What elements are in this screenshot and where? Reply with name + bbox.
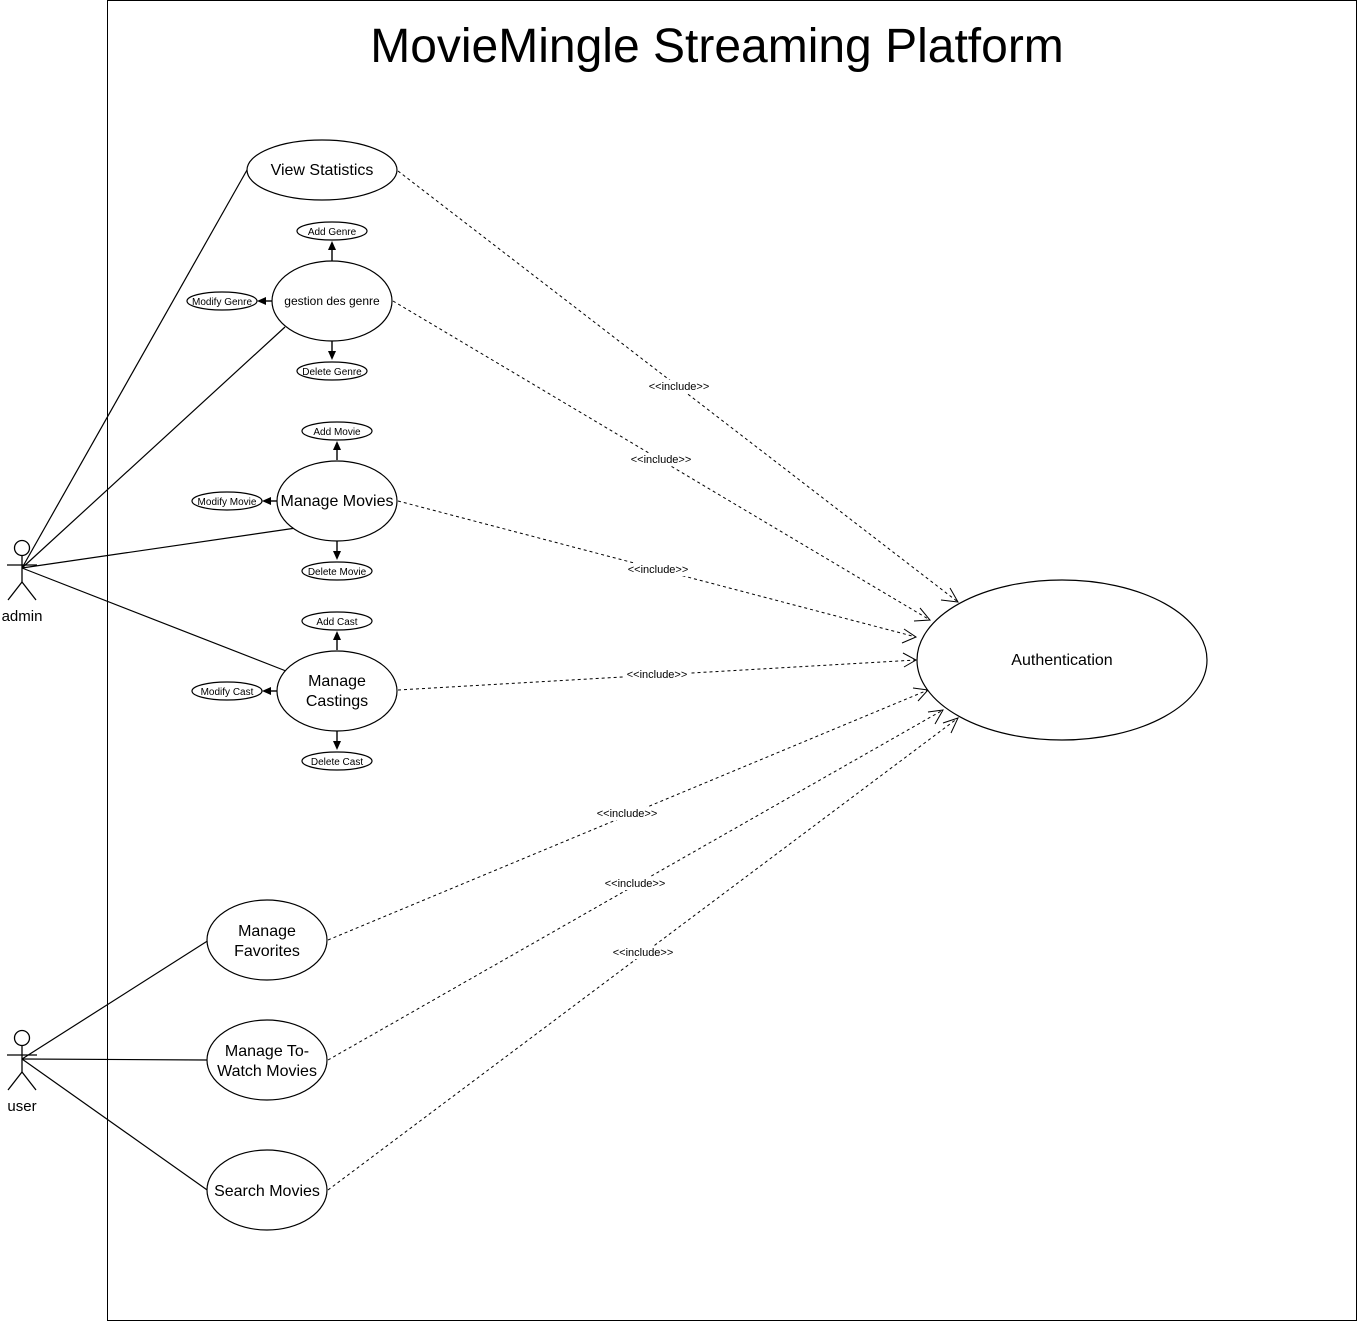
include-label-manage-castings: <<include>> (624, 668, 690, 681)
svg-text:Favorites: Favorites (234, 943, 300, 960)
include-manage-towatch (327, 709, 944, 1061)
svg-text:Modify Cast: Modify Cast (201, 687, 254, 698)
svg-text:Delete Cast: Delete Cast (311, 757, 363, 768)
include-search-movies (327, 717, 959, 1191)
svg-text:<<include>>: <<include>> (628, 564, 689, 576)
actor-user-label: user (7, 1098, 36, 1115)
actor-admin[interactable]: admin (2, 539, 43, 626)
svg-text:Search Movies: Search Movies (214, 1183, 320, 1200)
svg-text:<<include>>: <<include>> (631, 454, 692, 466)
svg-text:Watch Movies: Watch Movies (217, 1063, 317, 1080)
arrows-gestion-genre (257, 241, 336, 360)
svg-text:<<include>>: <<include>> (613, 947, 674, 959)
use-case-manage-favorites[interactable]: Manage Favorites (206, 899, 328, 981)
stick-figure-icon (7, 539, 37, 601)
svg-text:Add Movie: Add Movie (313, 427, 361, 438)
svg-text:Castings: Castings (306, 693, 368, 710)
svg-text:View Statistics: View Statistics (271, 162, 374, 179)
assoc-admin-manage-movies (21, 527, 297, 569)
include-manage-movies (397, 500, 918, 644)
use-case-view-statistics[interactable]: View Statistics (246, 139, 398, 201)
arrows-manage-movies (262, 441, 341, 560)
include-label-search-movies: <<include>> (610, 946, 676, 959)
use-case-modify-movie[interactable]: Modify Movie (191, 491, 263, 511)
use-case-gestion-genre[interactable]: gestion des genre (271, 260, 393, 342)
svg-text:Add Genre: Add Genre (308, 227, 357, 238)
use-case-authentication[interactable]: Authentication (916, 579, 1208, 741)
use-case-modify-cast[interactable]: Modify Cast (191, 681, 263, 701)
svg-text:Manage To-: Manage To- (225, 1043, 309, 1060)
assoc-user-manage-favorites (21, 939, 210, 1060)
use-case-add-cast[interactable]: Add Cast (301, 611, 373, 631)
include-label-view-statistics: <<include>> (646, 380, 712, 393)
use-case-delete-movie[interactable]: Delete Movie (301, 561, 373, 581)
assoc-admin-view-statistics (21, 169, 248, 569)
use-case-add-genre[interactable]: Add Genre (296, 221, 368, 241)
use-case-manage-movies[interactable]: Manage Movies (276, 460, 398, 542)
svg-text:Delete Movie: Delete Movie (308, 567, 367, 578)
assoc-user-search-movies (21, 1058, 211, 1193)
include-label-manage-towatch: <<include>> (602, 877, 668, 890)
assoc-admin-gestion-genre (21, 326, 286, 569)
svg-text:Modify Genre: Modify Genre (192, 297, 252, 308)
assoc-user-manage-towatch (21, 1058, 208, 1061)
use-case-manage-towatch[interactable]: Manage To- Watch Movies (206, 1019, 328, 1101)
svg-text:<<include>>: <<include>> (605, 878, 666, 890)
svg-text:Manage: Manage (238, 923, 296, 940)
svg-text:<<include>>: <<include>> (649, 381, 710, 393)
actor-admin-label: admin (2, 608, 43, 625)
include-label-manage-favorites: <<include>> (594, 807, 660, 820)
use-case-modify-genre[interactable]: Modify Genre (186, 291, 258, 311)
arrows-manage-castings (262, 631, 341, 750)
svg-text:Modify Movie: Modify Movie (198, 497, 257, 508)
svg-text:Manage: Manage (308, 673, 366, 690)
use-case-manage-castings[interactable]: Manage Castings (276, 650, 398, 732)
actor-user[interactable]: user (7, 1029, 37, 1116)
svg-text:Manage Movies: Manage Movies (281, 493, 394, 510)
use-case-delete-cast[interactable]: Delete Cast (301, 751, 373, 771)
svg-text:Add Cast: Add Cast (316, 617, 357, 628)
svg-text:<<include>>: <<include>> (597, 808, 658, 820)
use-case-add-movie[interactable]: Add Movie (301, 421, 373, 441)
svg-text:<<include>>: <<include>> (627, 669, 688, 681)
use-case-delete-genre[interactable]: Delete Genre (296, 361, 368, 381)
stick-figure-icon (7, 1029, 37, 1091)
include-label-gestion-genre: <<include>> (628, 453, 694, 466)
system-title: MovieMingle Streaming Platform (370, 20, 1064, 73)
use-case-search-movies[interactable]: Search Movies (206, 1149, 328, 1231)
assoc-admin-manage-castings (21, 567, 287, 672)
svg-text:gestion des genre: gestion des genre (284, 294, 380, 308)
include-view-statistics (397, 170, 959, 603)
include-label-manage-movies: <<include>> (625, 563, 691, 576)
svg-text:Delete Genre: Delete Genre (302, 367, 362, 378)
svg-text:Authentication: Authentication (1011, 652, 1112, 669)
